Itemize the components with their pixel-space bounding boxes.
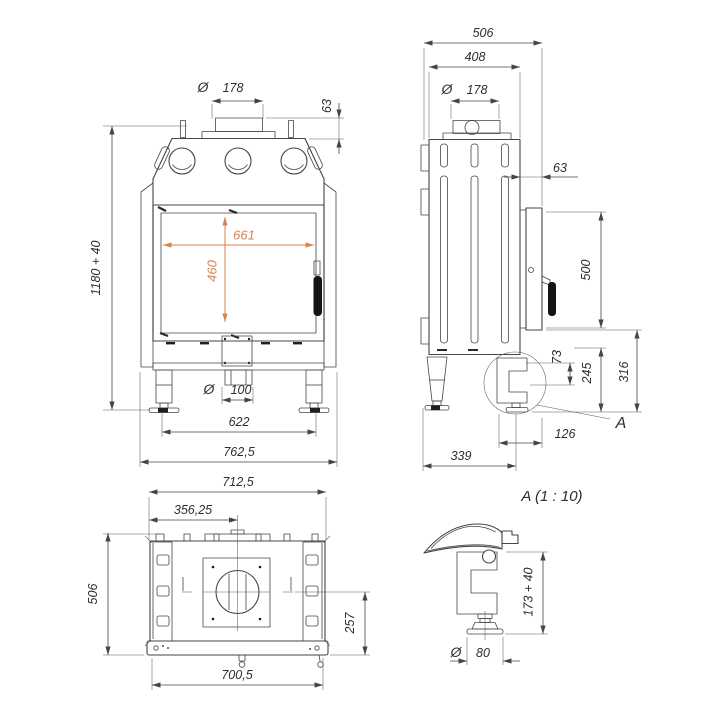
front-feet-span-label: 622: [229, 415, 250, 429]
side-louvre-slots: [437, 143, 509, 351]
front-right-leg: [298, 369, 330, 413]
door-hinge: [313, 260, 321, 276]
detail-a-ref-label: A: [615, 415, 627, 432]
diameter-icon: Ø: [450, 644, 463, 660]
detail-a-view: A (1 : 10) 173 + 40 Ø 80: [423, 488, 583, 665]
side-foot-span-label: 339: [451, 449, 472, 463]
diameter-icon: Ø: [197, 79, 210, 95]
roller-pin: [481, 549, 497, 564]
side-base-height-label: 316: [617, 362, 631, 383]
top-flue-center-depth-label: 257: [343, 612, 357, 635]
top-overall-width-label: 712,5: [222, 475, 253, 489]
top-view-dimensions: 712,5 356,25 506 257 700,5: [86, 475, 370, 690]
top-flue-plate: [182, 523, 293, 631]
side-view-outline: A: [420, 120, 627, 432]
side-rear-foot: [496, 357, 529, 413]
front-frame-clips: [157, 206, 240, 340]
side-view-dimensions: 506 408 Ø 178 63 500 73: [422, 26, 642, 471]
chain-ring: [317, 661, 324, 668]
front-view: Ø 178 63 661 460 1180 + 40 Ø 100: [89, 79, 344, 467]
side-view: A 506 408 Ø 178 63: [420, 26, 642, 471]
detail-a-title: A (1 : 10): [520, 488, 582, 505]
top-view: 712,5 356,25 506 257 700,5: [86, 475, 370, 690]
top-flue-center-offset-label: 356,25: [174, 503, 212, 517]
side-foot-offset-label: 126: [555, 427, 576, 441]
top-overall-depth-label: 506: [86, 584, 100, 605]
side-frame-offset-label: 63: [553, 161, 567, 175]
detail-a-dimensions: 173 + 40 Ø 80: [450, 551, 548, 665]
front-overall-width-label: 762,5: [223, 445, 254, 459]
front-outlet-dia-label: 100: [231, 383, 252, 397]
top-edge-tabs: [155, 529, 319, 542]
detail-a-circle: [483, 351, 547, 415]
side-door-frame: [525, 207, 543, 331]
front-flue-dia-label: 178: [223, 81, 244, 95]
detail-a-outline: [423, 523, 519, 640]
top-side-rails: [144, 535, 331, 647]
top-view-outline: [144, 523, 331, 668]
diameter-icon: Ø: [441, 81, 454, 97]
front-left-leg: [148, 369, 180, 413]
side-body-depth-label: 408: [465, 50, 486, 64]
front-view-dimensions: Ø 178 63 661 460 1180 + 40 Ø 100: [89, 79, 344, 467]
detail-leg-height-label: 173 + 40: [522, 567, 536, 616]
side-overall-depth-label: 506: [473, 26, 494, 40]
glass-height-label: 460: [205, 259, 220, 281]
diameter-icon: Ø: [203, 381, 216, 397]
top-front-width-label: 700,5: [221, 668, 252, 682]
side-door-height-label: 500: [579, 260, 593, 281]
side-step-height-label: 73: [550, 350, 564, 364]
side-front-leg: [424, 356, 450, 411]
front-view-outline: [140, 117, 337, 413]
side-door-handle: [548, 282, 556, 316]
latch-tab: [238, 654, 246, 662]
side-flue-dia-label: 178: [467, 83, 488, 97]
side-lower-height-label: 245: [580, 363, 594, 385]
front-overall-height-label: 1180 + 40: [89, 240, 103, 295]
detail-foot-dia-label: 80: [476, 646, 490, 660]
front-collar-height-label: 63: [320, 99, 334, 113]
glass-width-label: 661: [233, 228, 255, 243]
door-handle: [313, 276, 322, 316]
